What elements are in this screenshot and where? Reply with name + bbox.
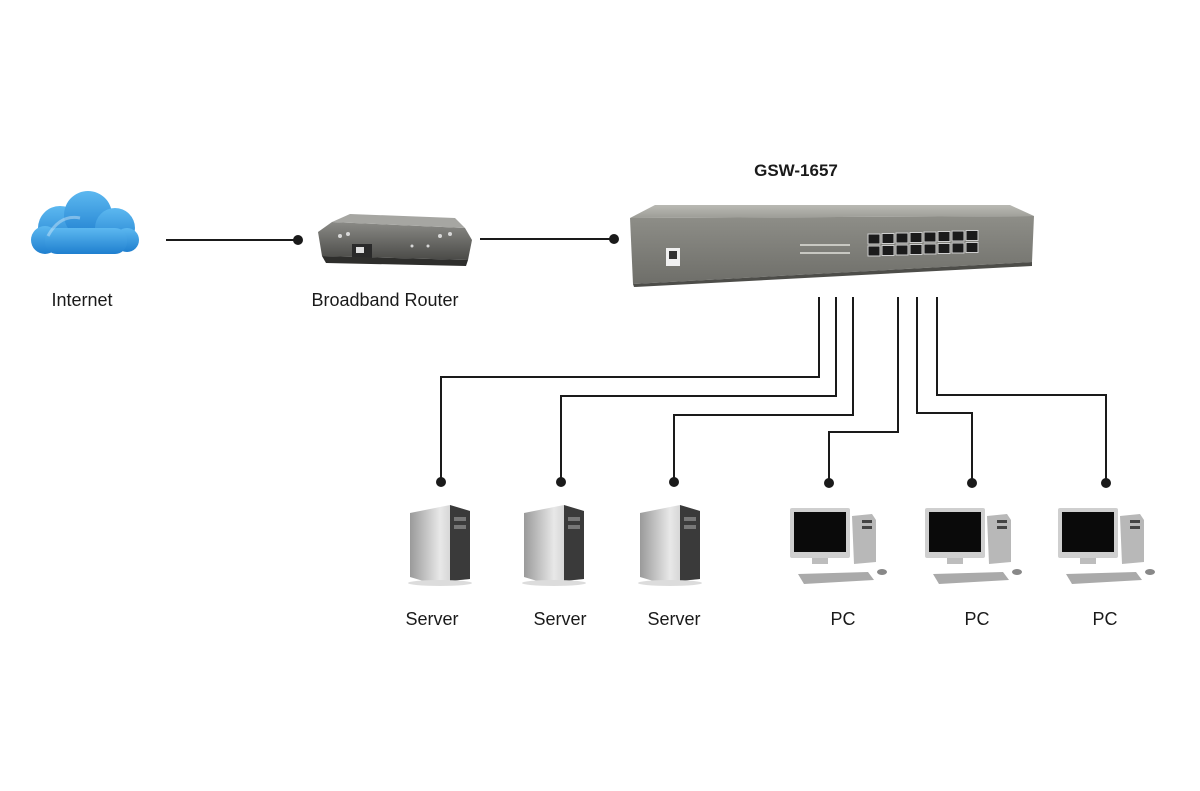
server-label: Server bbox=[647, 609, 701, 629]
router-icon bbox=[318, 214, 472, 266]
pc-icon bbox=[925, 508, 1022, 584]
pc-icon bbox=[790, 508, 887, 584]
server-3-link bbox=[673, 297, 854, 482]
pc-label: PC bbox=[1092, 609, 1118, 629]
server-icon bbox=[638, 505, 702, 586]
internet-label: Internet bbox=[51, 290, 113, 310]
connection-dots bbox=[293, 234, 1111, 488]
pc-label: PC bbox=[830, 609, 856, 629]
server-1-link bbox=[440, 297, 820, 482]
router-label: Broadband Router bbox=[311, 290, 459, 310]
server-icon bbox=[408, 505, 472, 586]
pc-2-link bbox=[916, 297, 973, 483]
connections bbox=[166, 238, 1107, 483]
pc-1-link bbox=[828, 297, 899, 483]
server-icon bbox=[522, 505, 586, 586]
cloud-icon bbox=[31, 191, 139, 254]
switch-model-title: GSW-1657 bbox=[754, 161, 838, 180]
pc-3-link bbox=[936, 297, 1107, 483]
switch-icon bbox=[630, 205, 1034, 287]
pc-label: PC bbox=[964, 609, 990, 629]
server-label: Server bbox=[405, 609, 459, 629]
server-label: Server bbox=[533, 609, 587, 629]
server-2-link bbox=[560, 297, 837, 482]
pc-icon bbox=[1058, 508, 1155, 584]
